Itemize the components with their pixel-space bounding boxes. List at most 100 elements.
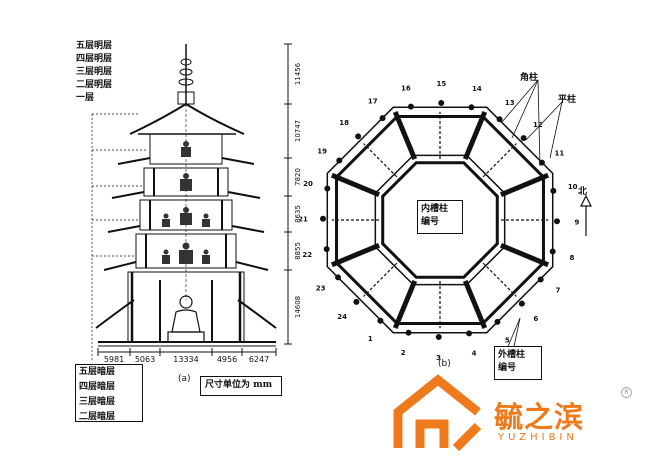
- column-number: 2: [401, 349, 406, 357]
- panel-label-a: (a): [178, 374, 191, 384]
- column-number: 1: [368, 335, 373, 343]
- outer-column-label: 编号: [498, 363, 517, 373]
- column-dot: [377, 317, 384, 324]
- column-dot: [379, 115, 386, 122]
- column-number: 3: [436, 354, 441, 362]
- flat-column-label: 平柱: [558, 93, 576, 105]
- level-label: 五层明层: [76, 41, 113, 51]
- column-dot: [407, 103, 414, 110]
- radial-axis: [482, 262, 517, 297]
- logo-latin-name: YUZHIBIN: [498, 432, 578, 443]
- pagoda-drawing: 5981 5063 13334 4956 6247 11456 10747 78…: [91, 43, 302, 384]
- column-dot: [323, 246, 330, 253]
- column-number: 15: [437, 80, 447, 88]
- level-label: 四层暗层: [79, 382, 116, 392]
- radial-beam: [500, 242, 550, 268]
- dim-right: 8855: [294, 242, 302, 260]
- column-dot: [320, 215, 327, 222]
- level-label: 一层: [76, 93, 95, 103]
- column-dot: [468, 104, 475, 111]
- level-label: 三层暗层: [79, 397, 116, 407]
- column-number: 12: [533, 121, 543, 129]
- column-dot: [549, 248, 556, 255]
- column-dot: [438, 100, 445, 107]
- column-number: 20: [303, 180, 313, 188]
- level-label: 三层明层: [76, 67, 113, 77]
- column-dot: [435, 333, 442, 340]
- column-dot: [520, 135, 527, 142]
- column-dot: [538, 159, 545, 166]
- column-dot: [537, 276, 544, 283]
- column-dot: [518, 300, 525, 307]
- column-dot: [553, 218, 560, 225]
- column-number: 19: [317, 147, 327, 155]
- dim-bottom: 4956: [217, 355, 237, 364]
- outer-column-label-box: 外槽柱 编号: [494, 346, 542, 380]
- inner-column-label-box: 内槽柱 编号: [417, 200, 463, 234]
- column-dot: [324, 185, 331, 192]
- column-number: 7: [555, 287, 560, 295]
- column-number: 23: [316, 284, 326, 292]
- house-logo-icon: [393, 374, 482, 452]
- corner-column-label: 角柱: [520, 71, 538, 83]
- column-dot: [355, 133, 362, 140]
- level-labels-top: 五层明层 四层明层 三层明层 二层明层 一层: [76, 40, 112, 105]
- column-number: 6: [533, 315, 538, 323]
- column-number: 22: [302, 251, 312, 259]
- column-number: 8: [570, 254, 575, 262]
- inner-column-label: 内槽柱: [421, 204, 449, 214]
- column-number: 11: [554, 150, 564, 158]
- radial-beam: [392, 280, 418, 330]
- radial-beam: [392, 110, 418, 160]
- logo-chinese-name: 毓之滨: [494, 400, 585, 434]
- dim-bottom: 6247: [249, 355, 269, 364]
- column-number: 21: [300, 216, 308, 224]
- north-label: 北: [578, 185, 587, 197]
- radial-axis: [482, 143, 517, 178]
- radial-beam: [330, 242, 380, 268]
- column-number: 4: [472, 350, 477, 358]
- octagon-ring: [326, 106, 554, 334]
- column-dot: [336, 157, 343, 164]
- dim-right: 7820: [294, 168, 302, 186]
- column-number: 13: [505, 99, 515, 107]
- radial-axis: [363, 262, 398, 297]
- column-dot: [466, 330, 473, 337]
- registered-mark: R: [621, 387, 632, 398]
- dim-bottom: 13334: [173, 355, 198, 364]
- unit-note: 尺寸单位为 mm: [205, 380, 273, 390]
- dim-right: 8635: [294, 205, 302, 223]
- column-dot: [550, 187, 557, 194]
- column-plan-drawing: 131415161718192021222324123456789101112 …: [300, 71, 592, 369]
- level-label: 五层暗层: [79, 367, 116, 377]
- column-dot: [405, 329, 412, 336]
- level-labels-bottom-box: 五层暗层 四层暗层 三层暗层 二层暗层: [75, 364, 143, 422]
- column-dot: [353, 298, 360, 305]
- level-label: 二层暗层: [79, 412, 116, 422]
- column-number: 14: [472, 85, 482, 93]
- column-dot: [335, 274, 342, 281]
- column-number: 18: [339, 119, 349, 127]
- dim-right: 10747: [294, 120, 302, 142]
- column-number: 10: [568, 183, 578, 191]
- panel-label-b: (b): [438, 359, 451, 369]
- dim-bottom: 5063: [135, 355, 155, 364]
- radial-beam: [462, 280, 488, 330]
- level-label: 四层明层: [76, 54, 113, 64]
- level-label: 二层明层: [76, 80, 113, 90]
- dim-bottom: 5981: [104, 355, 124, 364]
- dim-right: 14608: [294, 296, 302, 318]
- column-number: 5: [505, 336, 510, 344]
- radial-beam: [500, 172, 550, 198]
- dim-right: 11456: [294, 62, 302, 85]
- column-number: 17: [368, 98, 378, 106]
- column-dot: [496, 116, 503, 123]
- radial-axis: [363, 143, 398, 178]
- column-number: 24: [337, 313, 347, 321]
- radial-beam: [462, 110, 488, 160]
- unit-note-box: 尺寸单位为 mm: [200, 376, 282, 396]
- inner-column-label: 编号: [421, 217, 440, 227]
- outer-column-label: 外槽柱: [498, 350, 526, 360]
- octagon-ring: [381, 161, 499, 279]
- radial-beam: [330, 172, 380, 198]
